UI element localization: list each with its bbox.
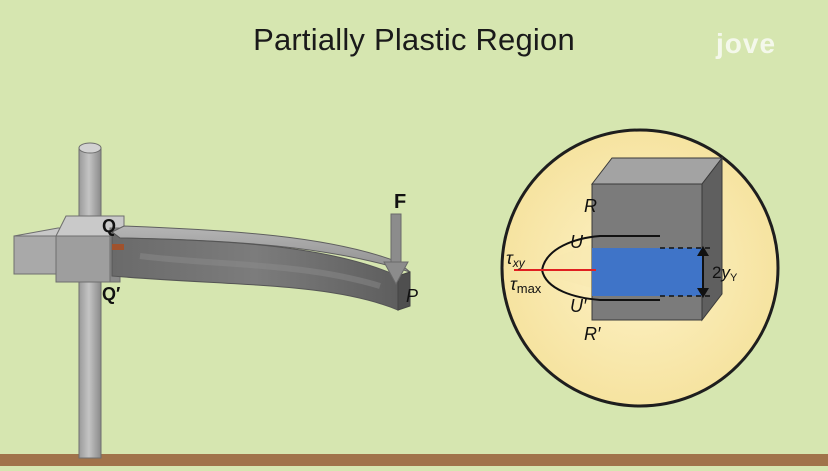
stress-profile-lower [541,269,660,301]
stress-profile-upper [541,235,660,271]
point-r-label: R [584,196,597,216]
force-arrow [383,213,409,286]
magnified-view [500,128,780,408]
point-p-label: P [406,286,418,306]
force-label: F [394,191,406,213]
point-r-prime-label: R′ [584,324,601,344]
tau-xy-label: τxy [506,248,526,270]
point-u-label: U [570,232,584,252]
page-title: Partially Plastic Region [253,22,575,57]
plastic-region [592,248,702,296]
section-marker [112,244,124,250]
point-q-label: Q [102,216,116,236]
support-pole [78,142,102,459]
floor [0,454,828,466]
point-u-prime-label: U′ [570,296,587,316]
jove-logo: jove [716,28,777,59]
section-block [590,156,724,322]
point-q-prime-label: Q′ [102,284,120,304]
cantilever-beam [111,225,411,311]
tau-max-label: τmax [510,274,542,296]
height-arrow [697,246,709,298]
height-label: 2yY [712,263,738,284]
